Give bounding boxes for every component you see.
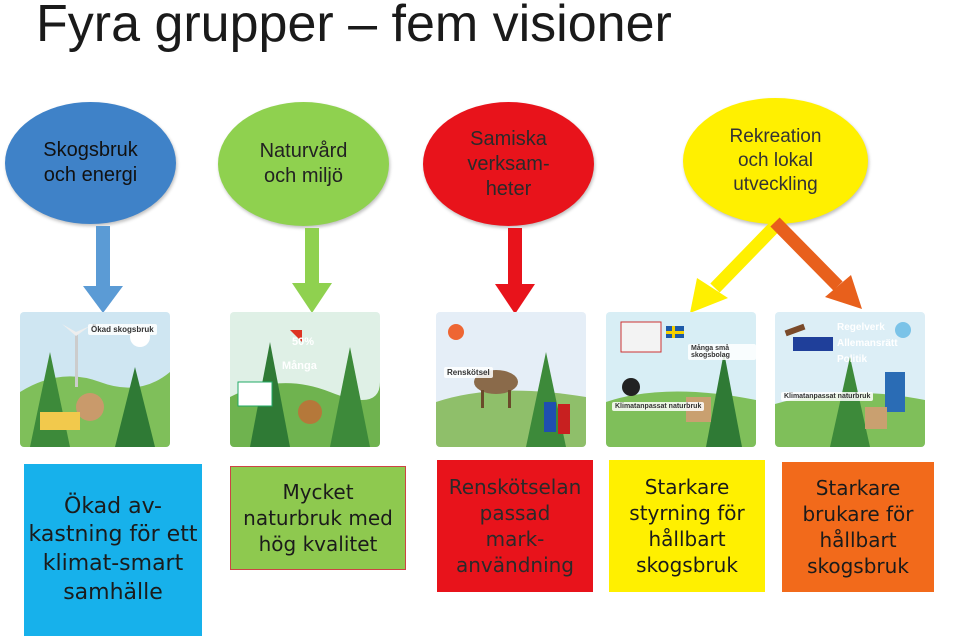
vision-label: Starkare brukare för hållbart skogsbruk bbox=[802, 476, 914, 578]
illustration-brukare: Regelverk Allemansrätt Politik Klimatanp… bbox=[775, 312, 925, 447]
vision-renskotsel: Renskötselan passad mark- användning bbox=[437, 460, 593, 592]
arrow-green bbox=[292, 228, 332, 313]
illustration-renskotsel: Renskötsel bbox=[436, 312, 586, 447]
group-naturvard-miljo: Naturvård och miljö bbox=[218, 102, 389, 226]
group-label: Naturvård och miljö bbox=[259, 140, 348, 187]
arrow-orange bbox=[770, 217, 862, 309]
illustration-tag: Ökad skogsbruk bbox=[88, 324, 157, 335]
arrow-blue bbox=[83, 226, 123, 313]
illustration-tag: Allemansrätt bbox=[837, 338, 898, 349]
vision-label: Ökad av- kastning för ett klimat-smart s… bbox=[28, 493, 198, 605]
arrow-red bbox=[495, 228, 535, 314]
illustration-tag: Många bbox=[282, 360, 317, 372]
illustration-tag: 50% bbox=[292, 336, 315, 348]
group-skogsbruk-energi: Skogsbruk och energi bbox=[5, 102, 176, 224]
illustration-styrning: Många små skogsbolag Klimatanpassat natu… bbox=[606, 312, 756, 447]
group-label: Samiska verksam- heter bbox=[467, 127, 550, 200]
vision-naturbruk: Mycket naturbruk med hög kvalitet bbox=[230, 466, 406, 570]
illustration-naturbruk: 50% Många bbox=[230, 312, 380, 447]
vision-label: Mycket naturbruk med hög kvalitet bbox=[243, 480, 393, 556]
group-samiska-verksamheter: Samiska verksam- heter bbox=[423, 102, 594, 226]
illustration-klimatsmart: Ökad skogsbruk bbox=[20, 312, 170, 447]
vision-brukare: Starkare brukare för hållbart skogsbruk bbox=[782, 462, 934, 592]
vision-okad-avkastning: Ökad av- kastning för ett klimat-smart s… bbox=[24, 464, 202, 636]
vision-label: Starkare styrning för hållbart skogsbruk bbox=[629, 475, 745, 577]
illustration-tag: Klimatanpassat naturbruk bbox=[781, 392, 874, 401]
group-label: Skogsbruk och energi bbox=[43, 139, 138, 186]
vision-label: Renskötselan passad mark- användning bbox=[448, 475, 582, 577]
group-rekreation-lokal-utveckling: Rekreation och lokal utveckling bbox=[683, 98, 868, 224]
page-title: Fyra grupper – fem visioner bbox=[36, 0, 672, 53]
vision-styrning: Starkare styrning för hållbart skogsbruk bbox=[609, 460, 765, 592]
illustration-tag: Många små skogsbolag bbox=[688, 344, 756, 360]
illustration-tag: Renskötsel bbox=[444, 367, 493, 378]
illustration-tag: Klimatanpassat naturbruk bbox=[612, 402, 705, 411]
group-label: Rekreation och lokal utveckling bbox=[729, 126, 822, 195]
arrow-yellow bbox=[690, 213, 788, 313]
illustration-tag: Regelverk bbox=[837, 322, 885, 333]
illustration-tag: Politik bbox=[837, 354, 868, 365]
